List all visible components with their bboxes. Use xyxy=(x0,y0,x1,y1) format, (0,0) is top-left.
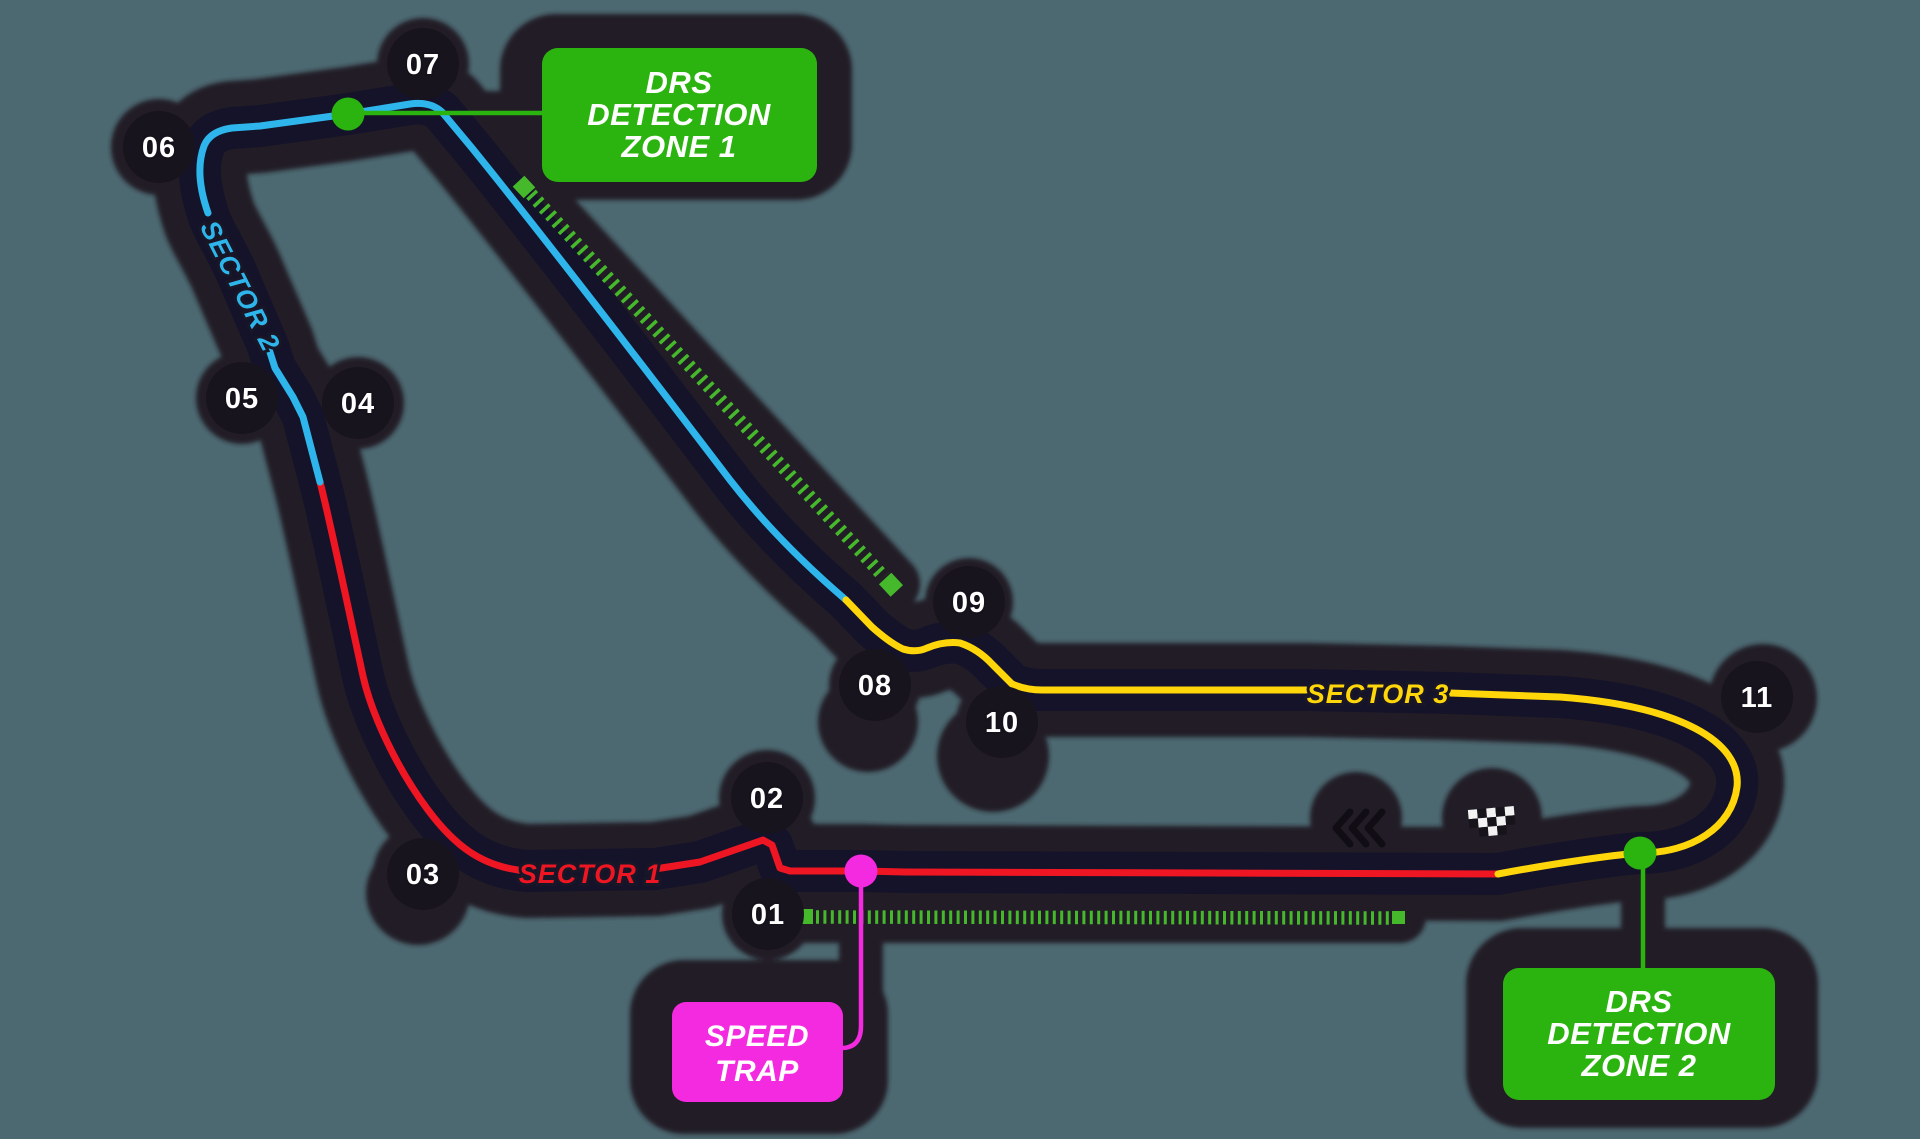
sector2-line-b xyxy=(196,99,850,604)
drs1-line1: DRS xyxy=(646,65,713,100)
sector1-line-b xyxy=(316,478,532,875)
sector3-line-a xyxy=(842,596,1310,694)
drs2-line3: ZONE 2 xyxy=(1581,1048,1697,1083)
svg-text:04: 04 xyxy=(341,388,375,420)
drs1-line2: DETECTION xyxy=(587,97,771,132)
turn-badge-03: 03 xyxy=(387,838,459,910)
svg-text:05: 05 xyxy=(225,383,259,415)
sector1-label: SECTOR 1 xyxy=(519,859,662,889)
drs1-line3: ZONE 1 xyxy=(621,129,737,164)
turn-badge-07: 07 xyxy=(387,28,459,100)
svg-text:02: 02 xyxy=(750,783,784,815)
turn-badges: 01 02 03 04 05 06 07 08 xyxy=(123,28,1793,950)
svg-text:10: 10 xyxy=(985,707,1019,739)
svg-text:08: 08 xyxy=(858,670,892,702)
svg-text:11: 11 xyxy=(1741,682,1774,714)
speed-trap-line1: SPEED xyxy=(705,1020,809,1053)
svg-text:03: 03 xyxy=(406,859,440,891)
drs-detection-zone-1-box: DRS DETECTION ZONE 1 xyxy=(542,48,817,182)
drs-zone-1-dashes xyxy=(512,175,903,597)
svg-text:09: 09 xyxy=(952,587,986,619)
svg-text:01: 01 xyxy=(751,899,785,931)
turn-badge-11: 11 xyxy=(1721,661,1793,733)
drs2-line2: DETECTION xyxy=(1547,1016,1731,1051)
direction-chevrons-icon xyxy=(1332,808,1386,848)
sector1-line-a xyxy=(651,836,1502,878)
turn-badge-02: 02 xyxy=(731,762,803,834)
racing-line xyxy=(196,99,1741,878)
speed-trap-line2: TRAP xyxy=(715,1055,799,1088)
speed-trap-box: SPEED TRAP xyxy=(672,1002,843,1102)
turn-badge-05: 05 xyxy=(206,362,278,434)
sector3-label: SECTOR 3 xyxy=(1307,679,1450,709)
turn-badge-10: 10 xyxy=(966,686,1038,758)
turn-badge-04: 04 xyxy=(322,367,394,439)
turn-badge-06: 06 xyxy=(123,111,195,183)
drs2-line1: DRS xyxy=(1606,984,1673,1019)
finish-flag-icon xyxy=(1467,806,1516,837)
turn-badge-09: 09 xyxy=(933,566,1005,638)
speed-trap-connector-line xyxy=(842,886,864,1051)
turn-badge-01: 01 xyxy=(732,878,804,950)
drs-detection-dot-1 xyxy=(331,97,365,131)
sector2-line-a xyxy=(264,342,324,486)
drs-detection-zone-2-box: DRS DETECTION ZONE 2 xyxy=(1503,968,1775,1100)
turn-badge-08: 08 xyxy=(839,649,911,721)
sector3-line-b xyxy=(1446,689,1741,878)
speed-trap-dot xyxy=(844,854,878,888)
svg-text:06: 06 xyxy=(142,132,176,164)
svg-text:07: 07 xyxy=(406,49,440,81)
drs-detection-dot-2 xyxy=(1623,836,1657,870)
